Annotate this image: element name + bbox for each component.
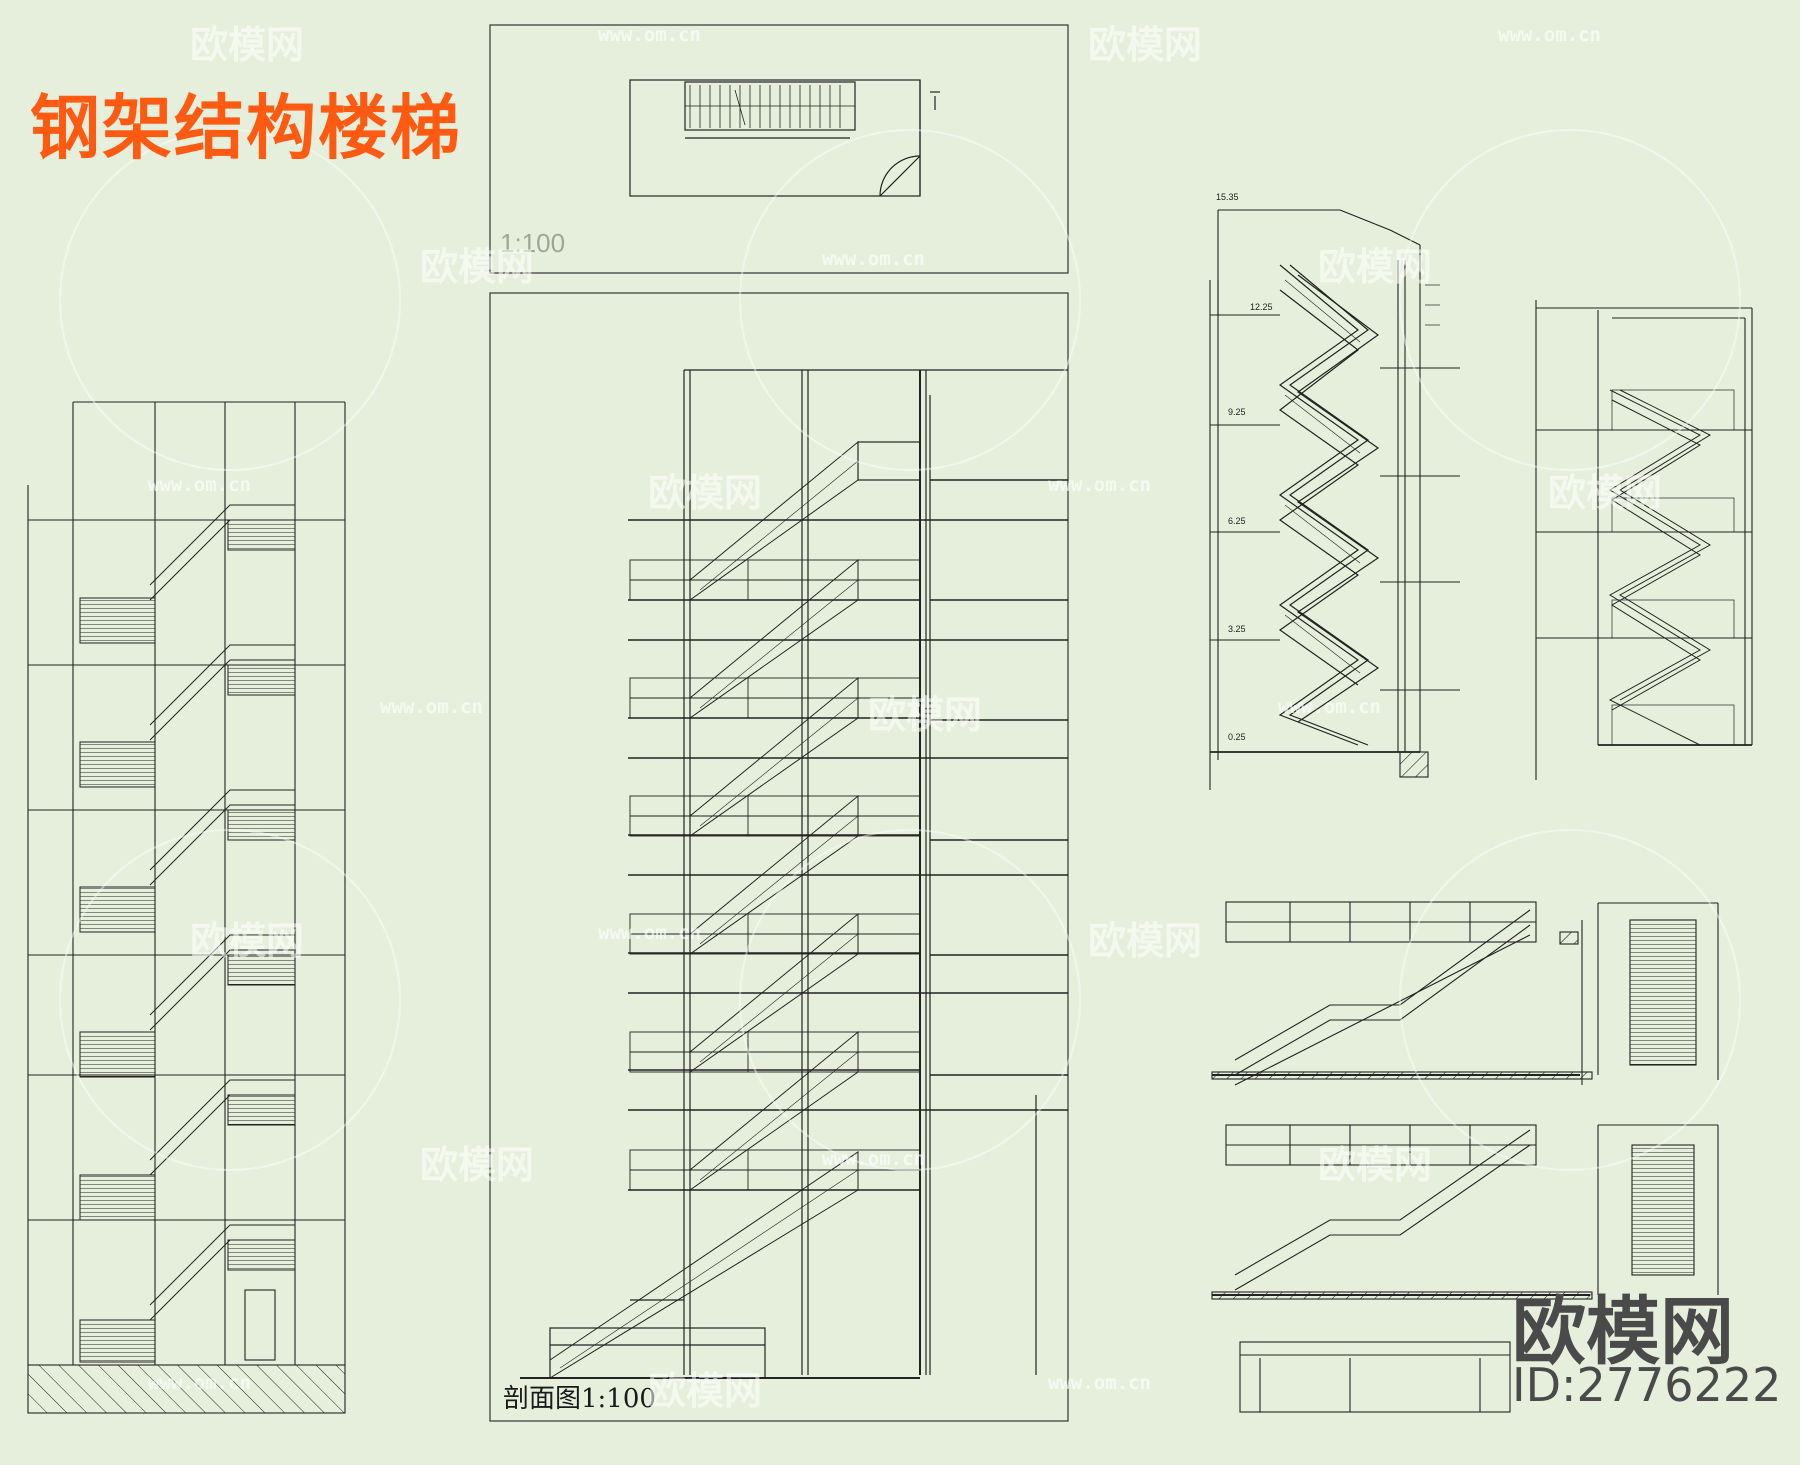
brand-name: 欧模网 (1512, 1289, 1734, 1375)
elevation-label: 15.35 (1216, 192, 1239, 202)
left-elevation (27, 401, 346, 1414)
elevation-label: 12.25 (1250, 302, 1273, 312)
far-right-elevation (1535, 300, 1753, 780)
stair-detail-3 (1239, 1341, 1511, 1413)
watermark-site-name: 欧模网 (868, 693, 983, 737)
watermark-url: www.om.cn (1048, 474, 1151, 496)
watermark-site-name: 欧模网 (648, 471, 763, 515)
center-section (489, 292, 1069, 1422)
watermark-site-name: 欧模网 (1318, 245, 1433, 289)
watermark-site-name: 欧模网 (1548, 471, 1663, 515)
right-section-view (1209, 209, 1460, 790)
watermark-site-name: 欧模网 (648, 1369, 763, 1413)
watermark-url: www.om.cn (598, 922, 701, 944)
watermark-url: www.om.cn (822, 248, 925, 270)
watermark-site-name: 欧模网 (190, 23, 305, 67)
watermark-site-name: 欧模网 (1088, 23, 1203, 67)
watermark-site-name: 欧模网 (190, 919, 305, 963)
watermark-url: www.om.cn (822, 1148, 925, 1170)
watermark-url: www.om.cn (598, 24, 701, 46)
elevation-markers: 15.35 12.25 9.25 6.25 3.25 0.25 (1216, 192, 1273, 742)
plan-view (489, 24, 1069, 274)
elevation-label: 9.25 (1228, 407, 1246, 417)
watermark-site-name: 欧模网 (1318, 1143, 1433, 1187)
watermark-arcs (59, 129, 1741, 1171)
watermark-site-name: 欧模网 (1088, 919, 1203, 963)
watermark-url: www.om.cn (1048, 1372, 1151, 1394)
watermark-site-name: 欧模网 (420, 245, 535, 289)
watermark-url: www.om.cn (148, 474, 251, 496)
section-scale-label: 剖面图1:100 (503, 1384, 656, 1414)
elevation-label: 3.25 (1228, 624, 1246, 634)
page-title: 钢架结构楼梯 (30, 87, 462, 169)
plan-scale-label: 1:100 (500, 228, 566, 258)
watermark-url: www.om.cn (380, 696, 483, 718)
watermark-url: www.om.cn (148, 1372, 251, 1394)
elevation-label: 0.25 (1228, 732, 1246, 742)
stair-detail-2 (1211, 1124, 1719, 1300)
watermark-url: www.om.cn (1278, 696, 1381, 718)
elevation-label: 6.25 (1228, 516, 1246, 526)
brand-id: ID:2776222 (1512, 1358, 1782, 1412)
watermark-site-name: 欧模网 (420, 1143, 535, 1187)
stair-detail-1 (1211, 901, 1719, 1086)
watermark-url: www.om.cn (1498, 24, 1601, 46)
